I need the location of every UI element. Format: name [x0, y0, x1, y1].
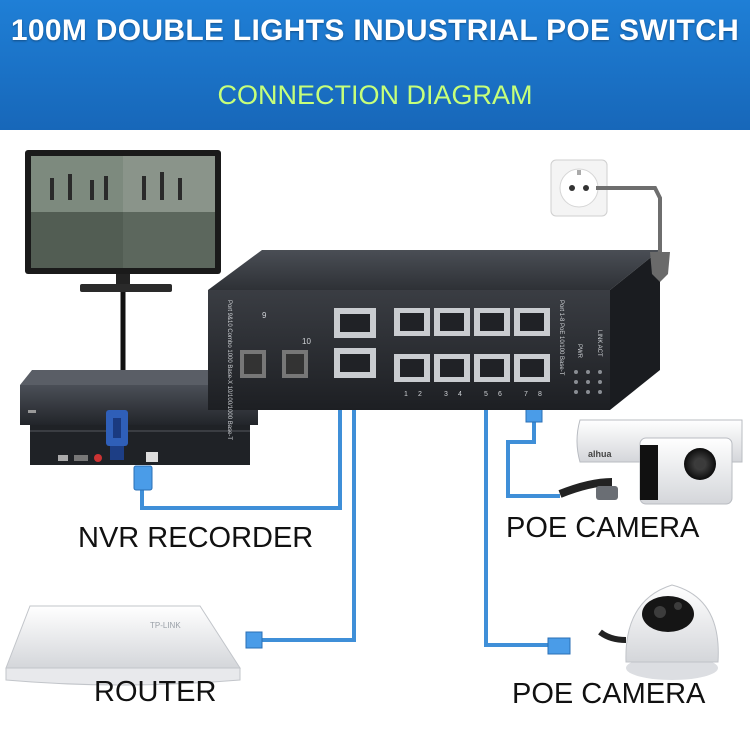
camera-brand-logo: alhua	[588, 449, 613, 459]
port-5-label: 5	[484, 391, 488, 398]
page-subtitle: CONNECTION DIAGRAM	[217, 80, 533, 110]
nvr-label: NVR RECORDER	[78, 522, 314, 554]
power-outlet-icon	[550, 159, 608, 217]
vga-connector-icon	[106, 410, 128, 460]
port-group-9-10-label: Port 9&10 Combo 1000 Base-X 10/100/1000 …	[226, 300, 232, 440]
pwr-led-label: PWR	[576, 344, 582, 359]
router-brand-logo: TP-LINK	[150, 621, 181, 630]
page-title: 100M DOUBLE LIGHTS INDUSTRIAL POE SWITCH	[10, 14, 740, 47]
monitor-icon	[25, 150, 221, 292]
port-2-label: 2	[418, 391, 422, 398]
connection-diagram: alhua Port 9&10 Combo 1000 Base-X 10/100…	[5, 150, 743, 686]
bullet-camera-icon: alhua	[558, 419, 743, 505]
port-group-1-8-label: Port 1-8 PoE 10/100 Base-T	[558, 300, 564, 376]
port-7-label: 7	[524, 391, 528, 398]
power-plug-icon	[650, 252, 670, 282]
header-banner: 100M DOUBLE LIGHTS INDUSTRIAL POE SWITCH…	[0, 0, 750, 130]
port-9-label: 9	[262, 311, 267, 320]
port-1-label: 1	[404, 391, 408, 398]
power-cable	[596, 186, 662, 255]
camera-1-label: POE CAMERA	[506, 512, 700, 544]
dome-camera-icon	[598, 584, 719, 680]
port-4-label: 4	[458, 391, 462, 398]
camera-2-label: POE CAMERA	[512, 678, 706, 710]
port-8-label: 8	[538, 391, 542, 398]
router-icon: TP-LINK	[5, 605, 241, 686]
router-label: ROUTER	[94, 676, 217, 708]
link-led-label: LINK ACT	[596, 330, 602, 357]
port-6-label: 6	[498, 391, 502, 398]
port-3-label: 3	[444, 391, 448, 398]
port-10-label: 10	[302, 337, 311, 346]
cable-switch-to-router	[252, 398, 356, 642]
switch-icon: Port 9&10 Combo 1000 Base-X 10/100/1000 …	[208, 250, 660, 440]
cable-switch-to-camera-1	[506, 420, 560, 498]
cable-switch-to-nvr	[140, 382, 342, 510]
